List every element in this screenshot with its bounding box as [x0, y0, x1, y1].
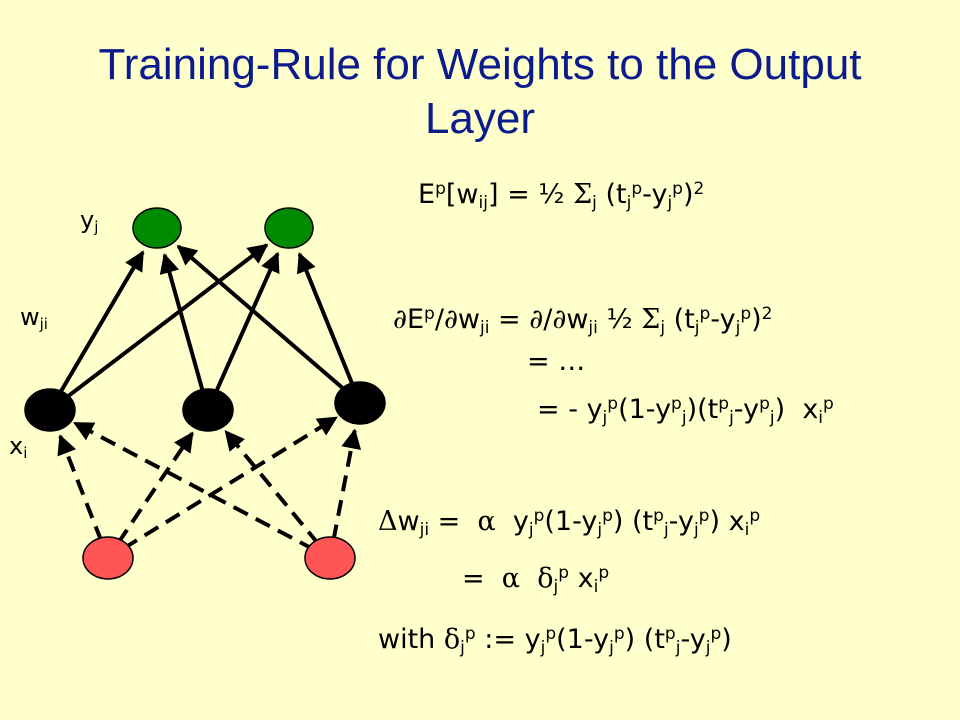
weight-edge-h0-o1 [63, 243, 269, 401]
nodes [24, 207, 386, 580]
weight-edge-h2-o1 [297, 252, 356, 388]
title-line-1: Training-Rule for Weights to the Output [98, 40, 862, 89]
eq-weight-update-delta: = α δjp xip [462, 563, 610, 597]
weight-edge-h1-o0 [159, 253, 206, 394]
eq-gradient-result: = - yjp(1-ypj)(tpj-ypj) xip [537, 394, 834, 428]
hidden-node-1 [182, 388, 234, 432]
input-edge-i0-h2 [122, 415, 338, 551]
input-edge-i1-h1 [224, 430, 321, 546]
eq-delta-definition: with δjp := yjp(1-yjp) (tpj-yjp) [378, 624, 732, 658]
input-node-1 [304, 536, 356, 580]
input-node-0 [82, 536, 134, 580]
slide-title: Training-Rule for Weights to the Output … [30, 38, 930, 146]
label-wji: wji [20, 303, 48, 333]
input-edge-i1-h0 [72, 421, 316, 552]
hidden-node-0 [24, 388, 76, 432]
input-edge-i0-h1 [116, 431, 194, 545]
eq-gradient: ∂Ep/∂wji = ∂/∂wji ½ Σj (tjp-yjp)2 [393, 304, 773, 338]
weight-edge-h2-o0 [176, 244, 348, 393]
output-node-1 [264, 207, 314, 249]
input-edges [57, 415, 362, 552]
title-line-2: Layer [424, 94, 536, 143]
hidden-node-2 [334, 381, 386, 425]
weight-edge-h0-o0 [57, 250, 145, 396]
output-node-0 [132, 207, 182, 249]
weight-edge-h1-o1 [213, 251, 280, 395]
input-edge-i1-h2 [331, 428, 362, 541]
label-xi: xi [9, 432, 28, 462]
eq-error: Ep[wij] = ½ Σj (tjp-yjp)2 [418, 179, 705, 213]
eq-ellipsis: = … [527, 346, 586, 377]
eq-weight-update: Δwji = α yjp(1-yjp) (tpj-yjp) xip [378, 506, 761, 540]
input-edge-i0-h0 [57, 434, 104, 542]
weight-edges [57, 243, 356, 401]
label-yj: yj [80, 206, 99, 236]
